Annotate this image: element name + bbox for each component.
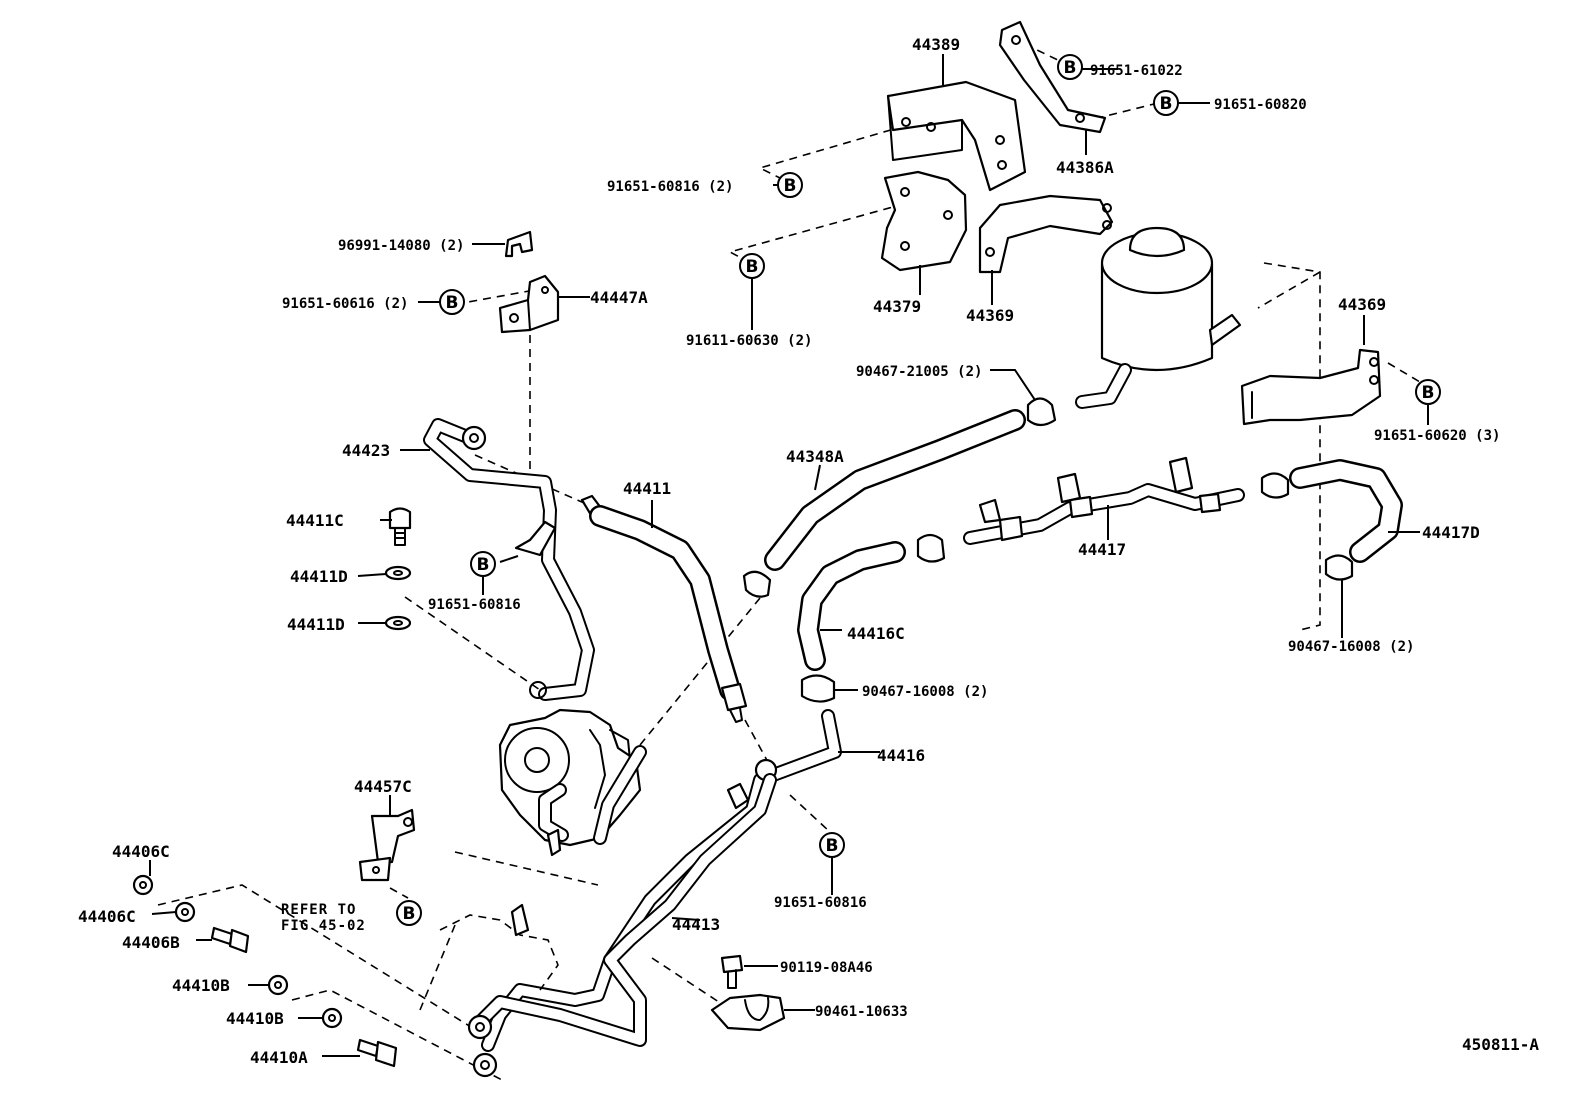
hose-44417D xyxy=(1289,459,1403,563)
label-44411D-b: 44411D xyxy=(287,615,345,634)
return-hose-44348A xyxy=(764,409,1026,571)
return-hose-44416C xyxy=(797,541,906,671)
hose-clamp-90467-21005 xyxy=(742,397,1057,598)
label-91651-60820: 91651-60820 xyxy=(1214,97,1307,113)
label-44410A: 44410A xyxy=(250,1048,308,1067)
label-90467-21005-2: 90467-21005 (2) xyxy=(856,364,982,380)
bracket-44447A xyxy=(498,274,560,334)
b-symbol: B xyxy=(396,900,422,926)
clamp-band-44369-a xyxy=(978,194,1114,274)
label-44411C: 44411C xyxy=(286,511,344,530)
label-44413: 44413 xyxy=(672,915,720,934)
label-44416: 44416 xyxy=(877,746,925,765)
b-symbol: B xyxy=(439,289,465,315)
svg-text:B: B xyxy=(477,555,490,575)
label-44417: 44417 xyxy=(1078,540,1126,559)
label-44379: 44379 xyxy=(873,297,921,316)
label-90467-16008-2a: 90467-16008 (2) xyxy=(862,684,988,700)
label-44410B-b: 44410B xyxy=(226,1009,284,1028)
label-44406C-b: 44406C xyxy=(78,907,136,926)
clamp-90461-10633 xyxy=(710,993,786,1032)
pressure-hose-44411 xyxy=(580,494,748,723)
power-steering-pump xyxy=(498,708,647,857)
bolt-44410A xyxy=(356,1038,398,1068)
label-91651-60620-3: 91651-60620 (3) xyxy=(1374,428,1500,444)
nut-44410B-b xyxy=(321,1007,343,1029)
nut-44406C-a xyxy=(132,874,154,896)
b-symbol: B xyxy=(1057,54,1083,80)
svg-text:B: B xyxy=(1064,58,1077,78)
pressure-tube-44413 xyxy=(467,773,777,1078)
label-96991-14080-2: 96991-14080 (2) xyxy=(338,238,464,254)
label-44389: 44389 xyxy=(912,35,960,54)
svg-text:B: B xyxy=(784,176,797,196)
svg-text:B: B xyxy=(1422,383,1435,403)
bolt-44411C xyxy=(388,507,412,546)
label-91611-60630-2: 91611-60630 (2) xyxy=(686,333,812,349)
bolt-symbols: B B B B B B B B B xyxy=(396,54,1441,926)
reservoir-tank xyxy=(1075,226,1242,409)
b-symbol: B xyxy=(819,832,845,858)
bolt-90119-08A46 xyxy=(720,954,744,989)
washer-44411D-a xyxy=(384,565,412,581)
b-symbol: B xyxy=(777,172,803,198)
bracket-44379 xyxy=(880,170,968,272)
nut-44410B-a xyxy=(267,974,289,996)
bracket-44389 xyxy=(886,80,1027,192)
label-91651-60816-b: 91651-60816 xyxy=(774,895,867,911)
label-44369-b: 44369 xyxy=(1338,295,1386,314)
label-44423: 44423 xyxy=(342,441,390,460)
label-44416C: 44416C xyxy=(847,624,905,643)
clamp-band-44369-b xyxy=(1240,348,1382,426)
label-44369-a: 44369 xyxy=(966,306,1014,325)
label-91651-60616-2: 91651-60616 (2) xyxy=(282,296,408,312)
label-44411: 44411 xyxy=(623,479,671,498)
part-labels: 44389 91651-61022 91651-60820 44386A 916… xyxy=(78,35,1539,1067)
cooler-pipe-44417 xyxy=(963,456,1245,545)
label-44410B-a: 44410B xyxy=(172,976,230,995)
label-91651-60816-a: 91651-60816 xyxy=(428,597,521,613)
steering-gear-outline xyxy=(439,903,559,991)
svg-text:B: B xyxy=(826,836,839,856)
bolt-44406B xyxy=(210,926,250,954)
label-90461-10633: 90461-10633 xyxy=(815,1004,908,1020)
svg-text:B: B xyxy=(1160,94,1173,114)
leader-lines xyxy=(149,54,1429,1057)
label-44348A: 44348A xyxy=(786,447,844,466)
label-91651-60816-2: 91651-60816 (2) xyxy=(607,179,733,195)
hose-clamp-90467-16008 xyxy=(800,472,1354,703)
label-44386A: 44386A xyxy=(1056,158,1114,177)
assembly-dashed-lines xyxy=(157,37,1421,1081)
washer-44411D-b xyxy=(384,615,412,631)
b-symbol: B xyxy=(739,253,765,279)
label-44417D: 44417D xyxy=(1422,523,1480,542)
bracket-44457C xyxy=(358,808,416,882)
reference-note-line-1: REFER TO xyxy=(281,902,356,918)
label-44406C-a: 44406C xyxy=(112,842,170,861)
svg-text:B: B xyxy=(746,257,759,277)
svg-text:B: B xyxy=(446,293,459,313)
label-44411D-a: 44411D xyxy=(290,567,348,586)
label-44447A: 44447A xyxy=(590,288,648,307)
label-91651-61022: 91651-61022 xyxy=(1090,63,1183,79)
bracket-44386A xyxy=(998,20,1107,134)
label-90119-08A46: 90119-08A46 xyxy=(780,960,873,976)
svg-text:B: B xyxy=(403,904,416,924)
drawing-number: 450811-A xyxy=(1462,1035,1539,1054)
label-90467-16008-2b: 90467-16008 (2) xyxy=(1288,639,1414,655)
b-symbol: B xyxy=(1153,90,1179,116)
pressure-line-44423 xyxy=(423,418,595,701)
b-symbol: B xyxy=(470,551,496,577)
label-44457C: 44457C xyxy=(354,777,412,796)
label-44406B: 44406B xyxy=(122,933,180,952)
b-symbol: B xyxy=(1415,379,1441,405)
nut-44406C-b xyxy=(174,901,196,923)
clip-96991-14080 xyxy=(504,230,534,258)
reference-note-line-2: FIG 45-02 xyxy=(281,918,366,934)
